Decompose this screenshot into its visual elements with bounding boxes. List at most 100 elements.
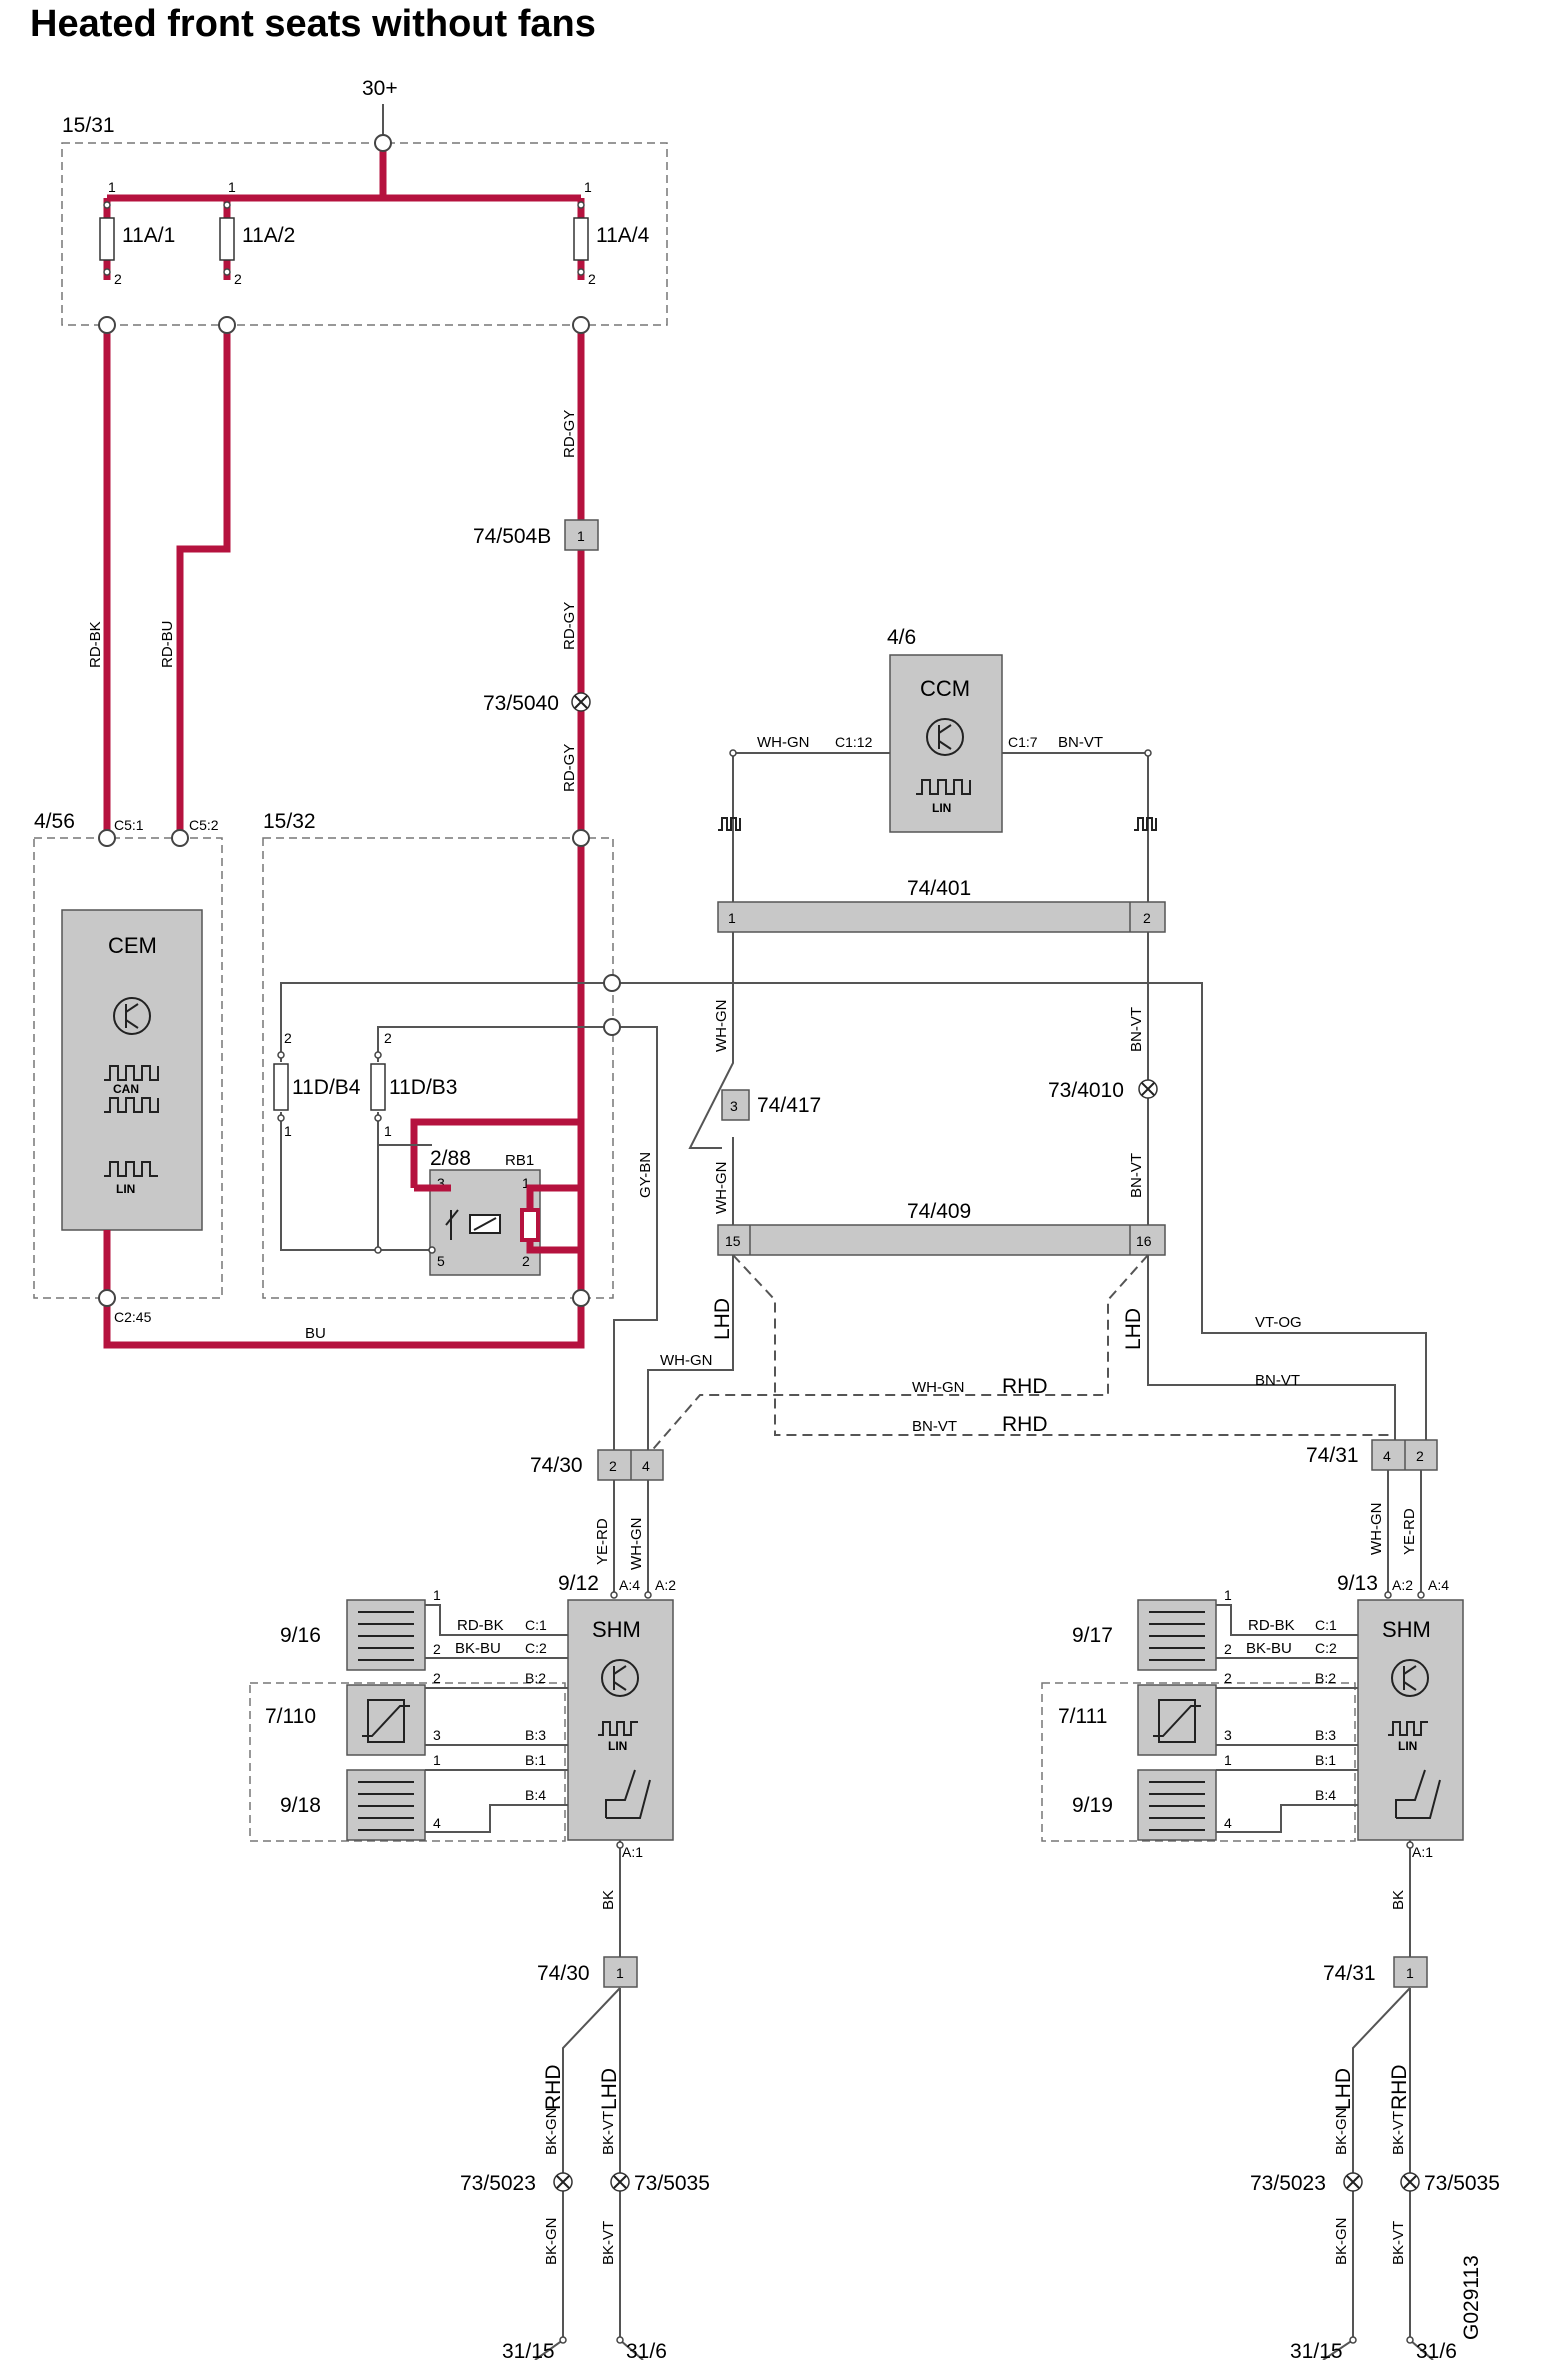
ground-31-15-left: 31/15 [502, 2340, 555, 2360]
cem-transistor-symbol [125, 1003, 139, 1029]
fuse-box-15-31-label: 15/31 [62, 114, 115, 137]
wire-gy-bn [377, 1026, 658, 1455]
connector-74-31-ground [1393, 1956, 1428, 1988]
splice-73-5023-left-cross [556, 2175, 570, 2189]
shm-left-lin-wave-icon [598, 1721, 638, 1736]
shm-left-pin-a2: A:2 [655, 1577, 676, 1593]
pin-dot-shm-right-a2 [1384, 1591, 1392, 1599]
wire-bn-vt-lhd-label: BN-VT [1255, 1372, 1300, 1389]
pin-dot-b3-bottom [374, 1114, 382, 1122]
node-cem-c5-1 [98, 829, 116, 847]
pin-dot-shm-left-a1 [616, 1841, 624, 1849]
wire-rd-bu [176, 325, 231, 830]
ccm-transistor-icon [926, 718, 964, 756]
fuse-11a-2-label: 11A/2 [242, 224, 295, 247]
wire-rd-bu-label: RD-BU [159, 621, 176, 669]
rhd-label-1: RHD [1002, 1375, 1048, 1398]
connector-74-401 [717, 901, 1166, 933]
fuse-11d-b4 [273, 1063, 289, 1111]
fuse-11d-b4-label: 11D/B4 [292, 1076, 361, 1099]
relay-pin-5: 5 [437, 1253, 445, 1269]
fuse-box-15-32 [262, 837, 614, 1299]
fuse-11d-b4-pin2: 2 [284, 1030, 292, 1046]
pin-dot-ground-left-1 [559, 2336, 567, 2344]
ccm-wh-gn-label: WH-GN [757, 734, 810, 751]
splice-73-4010-label: 73/4010 [1048, 1079, 1124, 1102]
relay-pin-1: 1 [522, 1175, 530, 1191]
fuse-11a-2-pin1: 1 [228, 179, 236, 195]
fuse-11d-b3-pin2: 2 [384, 1030, 392, 1046]
shm-right-pin-b4: B:4 [1315, 1787, 1336, 1803]
shm-left-id: 9/12 [558, 1572, 599, 1595]
right-seat-wires [1216, 1604, 1358, 1833]
wires-to-shm-left [613, 1480, 649, 1595]
splice-73-5023-right-label: 73/5023 [1250, 2172, 1326, 2195]
shm-right-label: SHM [1382, 1617, 1431, 1642]
fuse-11a-1-label: 11A/1 [122, 224, 175, 247]
node-cem-c2-45 [98, 1289, 116, 1307]
right-wire-bk-vt-label: BK-VT [1390, 2111, 1407, 2155]
cem-module [61, 909, 203, 1231]
heater-9-17-icon [1149, 1611, 1205, 1661]
fuse-box-15-32-label: 15/32 [263, 810, 316, 833]
node-fuse-1-out [98, 316, 116, 334]
fuse-11a-1-pin2: 2 [114, 271, 122, 287]
node-cem-c5-2 [171, 829, 189, 847]
ccm-transistor-symbol [938, 724, 952, 750]
shm-right-pin-a1: A:1 [1412, 1844, 1433, 1860]
connector-74-409-pin16: 16 [1136, 1233, 1152, 1249]
right-wire-bk-gn-label: BK-GN [1333, 2107, 1350, 2155]
cem-transistor-icon [113, 997, 151, 1035]
wire-bn-vt-lhd [1147, 1255, 1396, 1455]
pin-dot-f2-bottom [223, 268, 231, 276]
lin-signal-icon-left [718, 817, 741, 831]
wire-rd-bk-label: RD-BK [87, 621, 104, 668]
ground-31-6-right: 31/6 [1416, 2340, 1457, 2360]
shm-right-transistor-icon [1391, 1659, 1429, 1697]
heater-9-17-pin2: 2 [1224, 1641, 1232, 1657]
cem-lin-label: LIN [116, 1182, 135, 1196]
fuse-11d-b3-label: 11D/B3 [389, 1076, 458, 1099]
connector-74-504b-label: 74/504B [473, 525, 551, 548]
left-seat-wires [425, 1604, 568, 1833]
wire-gy-bn-label: GY-BN [637, 1152, 654, 1198]
splice-73-5035-left-cross [613, 2175, 627, 2189]
wire-vt-og [280, 982, 1427, 1455]
wire-wh-gn-rhd [647, 1254, 1149, 1456]
sensor-7-110-label: 7/110 [265, 1705, 316, 1728]
connector-74-401-label: 74/401 [907, 877, 971, 900]
wire-bn-vt-label-2: BN-VT [1128, 1153, 1145, 1198]
ccm-lin-label: LIN [932, 801, 951, 815]
pin-dot-shm-left-a2 [644, 1591, 652, 1599]
right-wire-bk-vt-label-2: BK-VT [1390, 2221, 1407, 2265]
heater-9-16-pin2: 2 [433, 1641, 441, 1657]
shm-left-pin-a4: A:4 [619, 1577, 640, 1593]
pin-dot-shm-right-a4 [1417, 1591, 1425, 1599]
relay-switch-symbol [445, 1209, 459, 1240]
right-wire-bk-label: BK [1390, 1890, 1407, 1910]
node-vt-og [603, 974, 621, 992]
connector-74-417 [721, 1089, 750, 1121]
pin-dot-ccm-right [1144, 749, 1152, 757]
cem-can-wave-icon-2 [104, 1097, 159, 1113]
fuse-11a-1-pin1: 1 [108, 179, 116, 195]
wire-ye-rd-label-right: YE-RD [1401, 1508, 1418, 1555]
left-wire-bk-bu-label: BK-BU [455, 1640, 501, 1657]
pin-dot-f4-top [577, 201, 585, 209]
wire-wh-gn-label-left: WH-GN [628, 1518, 645, 1571]
wire-wh-gn-lhd [647, 1255, 734, 1455]
sensor-7-110-curve [362, 1705, 410, 1737]
connector-74-30-ground [603, 1956, 638, 1988]
left-wire-bk-gn-label: BK-GN [543, 2107, 560, 2155]
lhd-label-right: LHD [1122, 1308, 1145, 1350]
pin-dot-b4-top [277, 1051, 285, 1059]
connector-74-401-pin2: 2 [1143, 910, 1151, 926]
splice-73-5035-right-cross [1403, 2175, 1417, 2189]
shm-right-lin-wave-icon [1388, 1721, 1428, 1736]
sensor-box-left [249, 1682, 566, 1842]
node-fuse-4-out [572, 316, 590, 334]
wire-rd-gy [410, 325, 585, 1300]
ccm-lin-wave-icon [916, 779, 971, 795]
cem-lin-wave-icon [104, 1161, 158, 1177]
heater-9-19-label: 9/19 [1072, 1794, 1113, 1817]
